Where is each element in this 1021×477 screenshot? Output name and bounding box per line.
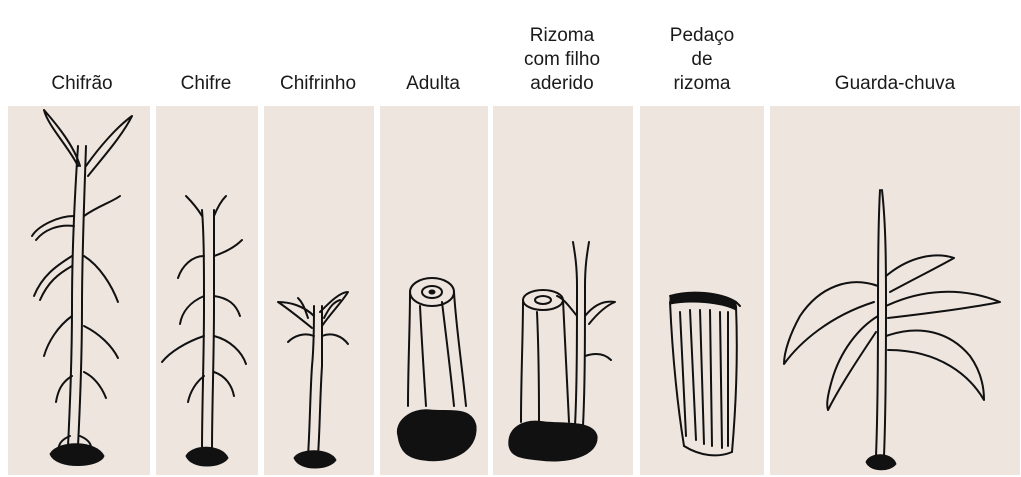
panel-chifrao (8, 106, 150, 475)
rhizome-piece-icon (640, 106, 764, 475)
label-guarda-chuva: Guarda-chuva (770, 0, 1020, 96)
label-rizoma-com-filho: Rizoma com filho aderido (492, 0, 632, 96)
panel-chifre (156, 106, 258, 475)
label-chifrinho: Chifrinho (262, 0, 374, 96)
rhizome-with-sucker-icon (493, 106, 633, 475)
panel-rizoma-com-filho (493, 106, 633, 475)
panel-guarda-chuva (770, 106, 1020, 475)
small-sucker-plant-icon (264, 106, 374, 475)
sword-sucker-plant-icon (156, 106, 258, 475)
panel-labels: Chifrão Chifre Chifrinho Adulta Rizoma c… (0, 0, 1021, 100)
label-chifre: Chifre (156, 0, 256, 96)
label-adulta: Adulta (380, 0, 486, 96)
label-pedaco-de-rizoma: Pedaço de rizoma (640, 0, 764, 96)
label-chifrao: Chifrão (20, 0, 144, 96)
adult-stem-piece-icon (380, 106, 488, 475)
umbrella-sucker-plant-icon (770, 106, 1020, 475)
tall-sucker-plant-icon (8, 106, 150, 475)
panel-adulta (380, 106, 488, 475)
panel-pedaco-de-rizoma (640, 106, 764, 475)
panel-chifrinho (264, 106, 374, 475)
